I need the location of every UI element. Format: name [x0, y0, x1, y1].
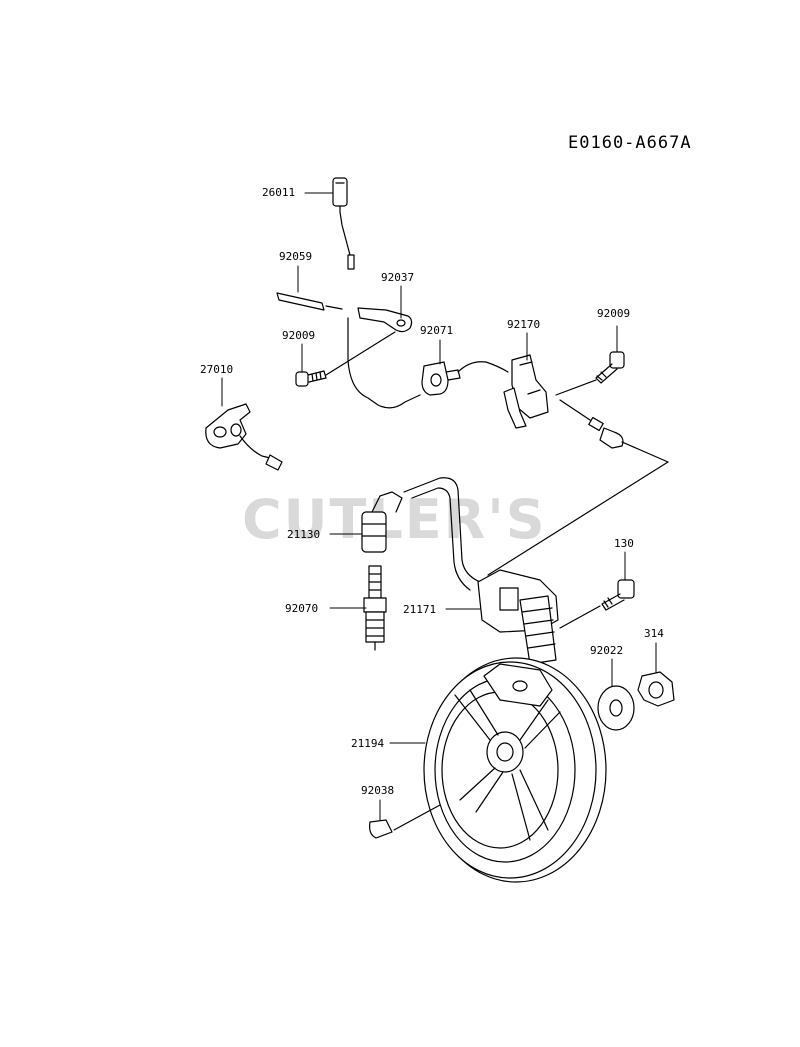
part-label-92037[interactable]: 92037: [381, 271, 415, 284]
nut-314-drawing: [637, 671, 675, 707]
flywheel-21194-drawing: [423, 657, 607, 883]
part-label-92170[interactable]: 92170: [507, 318, 541, 331]
part-label-27010[interactable]: 27010: [200, 363, 234, 376]
part-label-314[interactable]: 314: [644, 627, 664, 640]
part-label-130[interactable]: 130: [614, 537, 634, 550]
part-label-92071[interactable]: 92071: [420, 324, 454, 337]
switch-27010-drawing: [205, 403, 283, 471]
part-label-21194[interactable]: 21194: [351, 737, 385, 750]
terminal-26011-drawing: [332, 177, 421, 409]
connector-wire-drawing: [487, 399, 669, 576]
part-label-21130[interactable]: 21130: [287, 528, 321, 541]
part-label-92070[interactable]: 92070: [285, 602, 319, 615]
tube-92059-drawing: [276, 292, 343, 311]
part-label-92022[interactable]: 92022: [590, 644, 624, 657]
part-label-26011[interactable]: 26011: [262, 186, 296, 199]
part-label-92038[interactable]: 92038: [361, 784, 395, 797]
spark-plug-92070-drawing: [363, 565, 387, 651]
leader-lines: [221, 192, 657, 821]
key-92038-drawing: [369, 804, 441, 839]
grommet-92071-drawing: [421, 361, 461, 396]
clamp-92037-drawing: [357, 307, 413, 333]
part-label-92009-left[interactable]: 92009: [282, 329, 316, 342]
washer-92022-drawing: [597, 685, 635, 731]
diagram-code: E0160-A667A: [568, 133, 692, 153]
part-label-92059[interactable]: 92059: [279, 250, 313, 263]
bracket-92170-drawing: [457, 354, 549, 429]
bolt-130-drawing: [559, 579, 635, 629]
plug-cap-21130-drawing: [361, 477, 481, 591]
part-label-92009-right[interactable]: 92009: [597, 307, 631, 320]
ignition-coil-21171-drawing: [477, 569, 559, 665]
screw-92009-left-drawing: [295, 331, 396, 387]
screw-92009-right-drawing: [555, 351, 625, 396]
watermark: CUTLER'S: [242, 488, 547, 551]
part-label-21171[interactable]: 21171: [403, 603, 437, 616]
